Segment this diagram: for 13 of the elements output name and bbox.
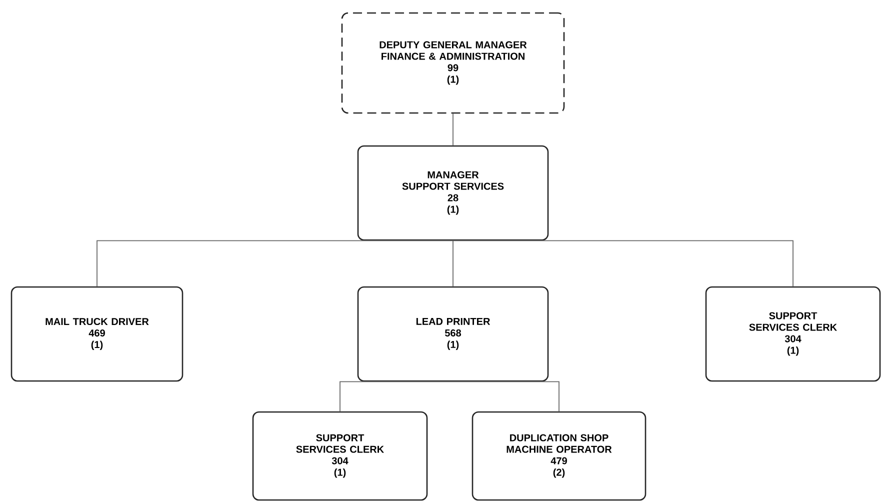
connector-line (96, 240, 454, 287)
connector-line (452, 240, 454, 287)
connector-line (452, 113, 454, 146)
connector-line (452, 381, 560, 412)
position-box: SUPPORT SERVICES CLERK 304 (1) (705, 286, 881, 382)
position-box: LEAD PRINTER 568 (1) (357, 286, 549, 382)
connector-line (340, 381, 454, 412)
position-box: DUPLICATION SHOP MACHINE OPERATOR 479 (2) (472, 411, 646, 501)
connector-line (452, 240, 794, 287)
position-box: DEPUTY GENERAL MANAGER FINANCE & ADMINISTRATION 99 (1) (341, 12, 565, 114)
position-box: SUPPORT SERVICES CLERK 304 (1) (252, 411, 428, 501)
position-box: MANAGER SUPPORT SERVICES 28 (1) (357, 145, 549, 241)
position-box: MAIL TRUCK DRIVER 469 (1) (10, 286, 184, 382)
